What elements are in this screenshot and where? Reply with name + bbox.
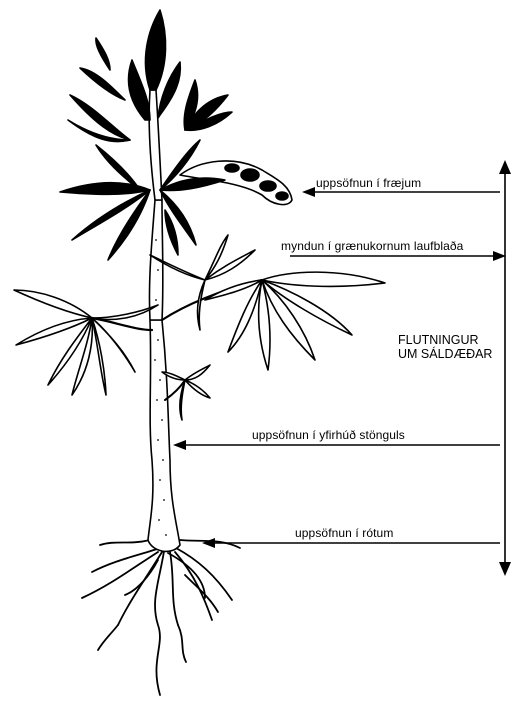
roots	[82, 540, 240, 695]
label-leaves: myndun í grænukornum laufblaða	[281, 239, 463, 253]
side-label-line2: UM SÁLDÆÐAR	[398, 347, 492, 361]
stem	[148, 90, 180, 551]
leaf-small-lower	[162, 365, 210, 420]
leaves-arrow-head	[493, 251, 506, 261]
label-stem: uppsöfnun í yfirhúð stönguls	[252, 428, 405, 442]
roots-arrow-head	[202, 538, 215, 548]
leaf-mid-palmate	[150, 235, 255, 330]
leaf-left-palmate	[14, 290, 158, 395]
leaf-right-palmate	[205, 272, 385, 370]
seeds-arrow-head	[302, 187, 315, 197]
arrow-head-down	[499, 562, 511, 576]
annotation-lines	[173, 160, 511, 576]
side-label-line1: FLUTNINGUR	[398, 333, 492, 347]
label-roots: uppsöfnun í rótum	[295, 526, 393, 540]
plant-illustration	[14, 10, 385, 695]
upper-foliage	[60, 10, 232, 260]
side-label: FLUTNINGUR UM SÁLDÆÐAR	[398, 333, 492, 361]
arrow-head-up	[499, 160, 511, 174]
stem-arrow-head	[173, 440, 186, 450]
label-seeds: uppsöfnun í fræjum	[316, 176, 421, 190]
